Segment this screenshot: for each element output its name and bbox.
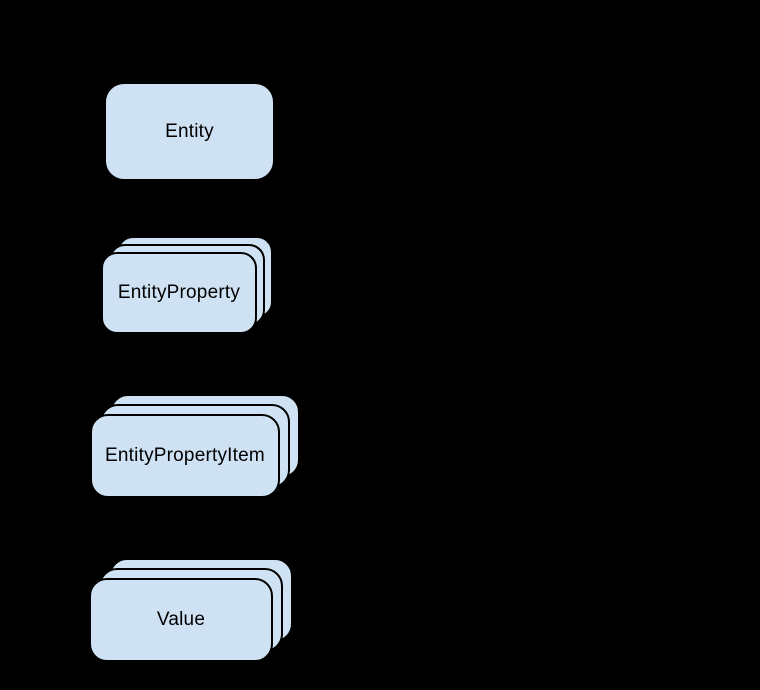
node-entity-property-label: EntityProperty — [117, 282, 241, 303]
node-entity-label: Entity — [165, 120, 214, 142]
node-entity-card[interactable]: Entity — [104, 82, 275, 181]
node-value-card[interactable]: Value — [89, 578, 273, 662]
node-entity-property-card[interactable]: EntityProperty — [101, 252, 257, 334]
node-value-label: Value — [156, 609, 206, 630]
node-entity-property-item-label: EntityPropertyItem — [105, 445, 265, 466]
node-entity-property-item-card[interactable]: EntityPropertyItem — [90, 414, 280, 498]
